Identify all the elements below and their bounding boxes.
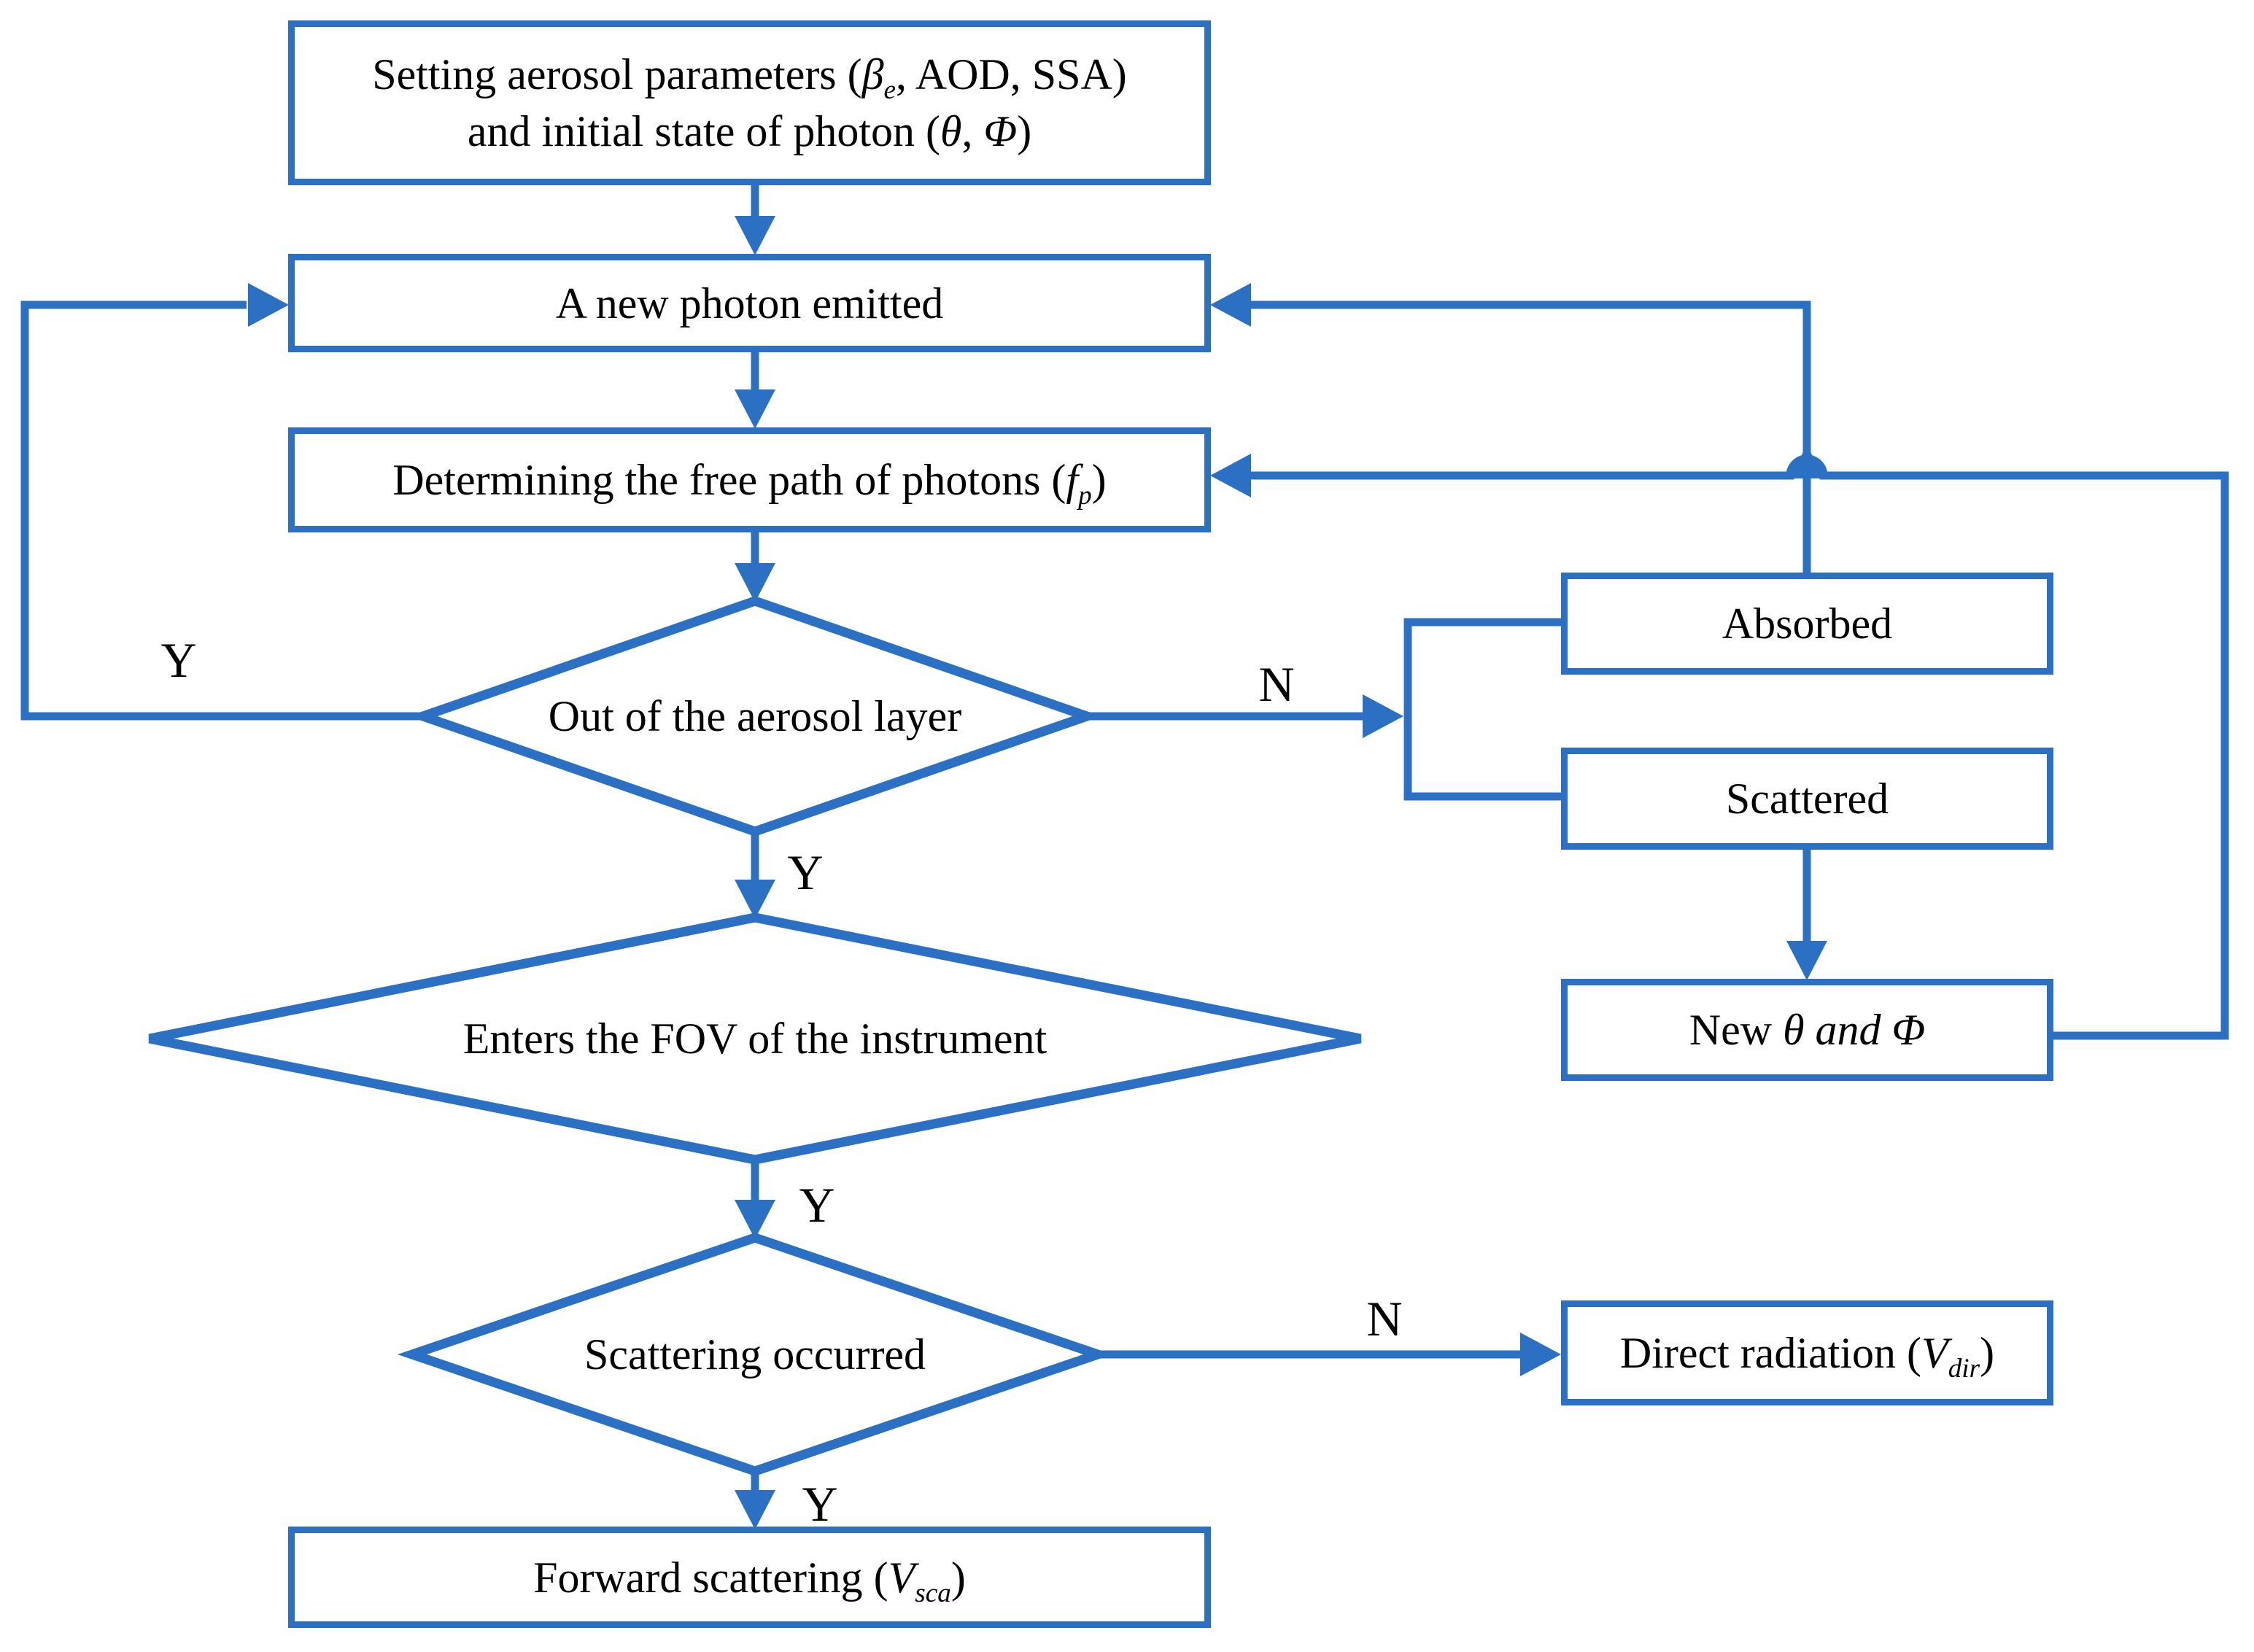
edge-label-scatter-down-yes: Y	[802, 1476, 838, 1532]
edge-label-out-down-yes: Y	[787, 845, 824, 900]
node-direct-radiation: Direct radiation (Vdir)	[1561, 1300, 2053, 1405]
arrowhead-down	[735, 563, 775, 602]
arrowhead-down	[735, 1200, 775, 1239]
arrowhead-left	[1210, 283, 1251, 327]
edge-label-scatter-right-no: N	[1366, 1291, 1403, 1346]
arrowhead-down	[735, 880, 775, 919]
arrowhead-down	[735, 1490, 775, 1529]
diamond-out-of-layer	[408, 596, 1101, 837]
node-new-angles: New θ and Φ	[1561, 979, 2053, 1081]
arrowhead-right	[1520, 1333, 1561, 1376]
diamond-scattering-occurred	[397, 1233, 1113, 1476]
node-forward-scattering: Forward scattering (Vsca)	[288, 1527, 1211, 1628]
arrowhead-left	[1210, 454, 1251, 497]
edge-outlayer-yes-loop	[20, 300, 423, 721]
arrowhead-down	[735, 216, 775, 255]
node-scattered-label: Scattered	[1725, 775, 1889, 823]
node-new-photon-label: A new photon emitted	[555, 279, 944, 327]
node-forward-scattering-label: Forward scattering (Vsca)	[533, 1553, 966, 1608]
arrowheads	[248, 216, 1827, 1529]
node-free-path-label: Determining the free path of photons (fp…	[392, 456, 1107, 511]
node-new-photon: A new photon emitted	[288, 254, 1211, 352]
node-out-of-layer-label: Out of the aerosol layer	[548, 692, 962, 740]
node-absorbed-label: Absorbed	[1722, 600, 1893, 648]
arrowhead-right	[1363, 694, 1403, 738]
node-free-path: Determining the free path of photons (fp…	[288, 427, 1211, 532]
node-scattered: Scattered	[1561, 748, 2053, 850]
arrowhead-right	[248, 283, 289, 327]
node-scattering-occurred-label: Scattering occurred	[584, 1330, 926, 1378]
arrowhead-down	[735, 389, 775, 429]
edge-label-out-right-no: N	[1258, 656, 1295, 712]
arrowhead-down	[1786, 941, 1827, 980]
node-new-angles-label: New θ and Φ	[1689, 1006, 1926, 1054]
edge-label-fov-down-yes: Y	[799, 1177, 835, 1233]
node-enters-fov-label: Enters the FOV of the instrument	[462, 1015, 1047, 1063]
node-absorbed: Absorbed	[1561, 573, 2053, 675]
node-setup: Setting aerosol parameters (βe, AOD, SSA…	[288, 20, 1211, 185]
edge-label-out-left-yes: Y	[160, 632, 197, 688]
node-setup-line1: Setting aerosol parameters (βe, AOD, SSA…	[372, 50, 1127, 105]
edge-absorbed-to-newphoton	[1250, 300, 1811, 573]
diamond-enters-fov	[148, 912, 1362, 1165]
arrowhead-up-small	[1789, 445, 1824, 478]
node-direct-radiation-label: Direct radiation (Vdir)	[1619, 1329, 1995, 1384]
edge-bracket-absorbed-scattered	[1403, 618, 1561, 801]
node-setup-line2: and initial state of photon (θ, Φ)	[467, 107, 1032, 155]
